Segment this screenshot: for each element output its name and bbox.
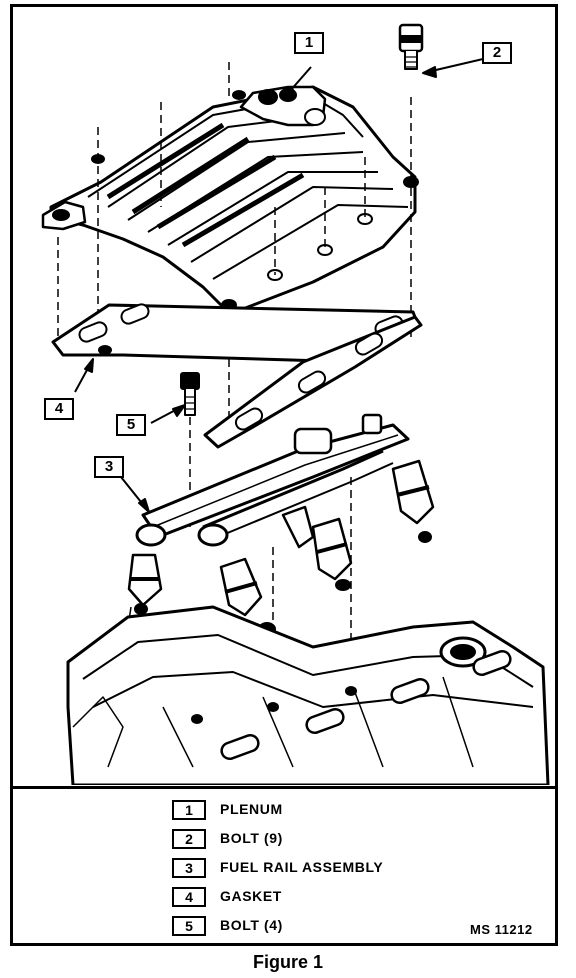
callout-1: 1: [294, 32, 324, 54]
legend-label: BOLT (9): [220, 830, 283, 846]
exploded-view-illustration: [41, 23, 550, 785]
legend-number: 4: [172, 887, 206, 907]
plenum-drawing: [41, 62, 419, 417]
figure-frame: [10, 4, 558, 946]
legend-label: FUEL RAIL ASSEMBLY: [220, 859, 384, 875]
legend-label: GASKET: [220, 888, 282, 904]
legend-divider: [10, 786, 558, 789]
legend-number: 2: [172, 829, 206, 849]
legend-label: PLENUM: [220, 801, 283, 817]
gasket-lower-drawing: [203, 315, 423, 449]
callout-4: 4: [44, 398, 74, 420]
figure-caption: Figure 1: [252, 952, 323, 972]
figure-code: MS 11212: [470, 922, 533, 937]
callout-3: 3: [94, 456, 124, 478]
callout-5: 5: [116, 414, 146, 436]
legend-label: BOLT (4): [220, 917, 283, 933]
intake-manifold-drawing: [66, 605, 550, 785]
legend-number: 5: [172, 916, 206, 936]
gasket-upper-drawing: [51, 303, 420, 364]
legend-number: 1: [172, 800, 206, 820]
bolt-top-drawing: [398, 23, 424, 70]
leader-lines: [74, 58, 484, 513]
callout-2: 2: [482, 42, 512, 64]
legend-number: 3: [172, 858, 206, 878]
